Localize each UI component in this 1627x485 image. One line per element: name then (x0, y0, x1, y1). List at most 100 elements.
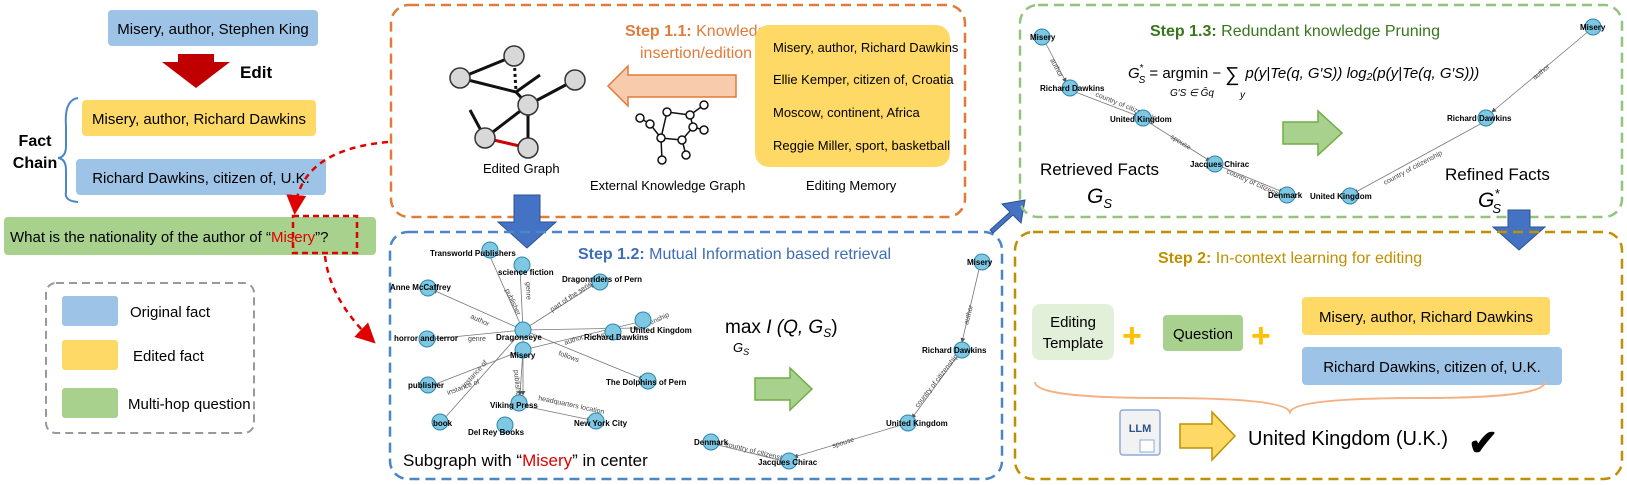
arrow-1-2-to-1-3 (989, 199, 1026, 234)
chain-fact-2-box (76, 159, 326, 195)
step-1-3-frame (1018, 3, 1624, 219)
mi-formula-sub: GS (733, 340, 749, 357)
step-1-3-title: Step 1.3: Redundant knowledge Pruning (1150, 23, 1440, 40)
path-edge-author: author (963, 304, 975, 326)
answer-arrow (1179, 410, 1237, 462)
path-node-chirac: Jacques Chirac (758, 458, 818, 467)
red-arrow-down (323, 255, 376, 344)
edit-label: Edit (240, 63, 272, 82)
fact-2-text-step2: Richard Dawkins, citizen of, U.K. (1323, 359, 1541, 376)
arrow-1-3-to-2 (1491, 209, 1547, 251)
path-node-dawkins: Richard Dawkins (922, 346, 987, 355)
node-label-transworld: Transworld Publishers (430, 249, 516, 258)
rf-edge-author: author (1048, 58, 1064, 79)
path-node-uk: United Kingdom (886, 419, 948, 428)
node-label-scifi: science fiction (498, 268, 554, 277)
rf-node-chirac: Jacques Chirac (1190, 160, 1250, 169)
external-graph-label: External Knowledge Graph (590, 178, 745, 193)
legend-edited-label: Edited fact (133, 348, 205, 365)
step-1-3-panel: Step 1.3: Redundant knowledge Pruning G*… (1018, 3, 1624, 219)
llm-label: LLM (1129, 423, 1152, 435)
original-fact-text: Misery, author, Stephen King (117, 21, 309, 38)
edge-label-author-2: author (563, 334, 585, 347)
step-1-1-panel: Step 1.1: Knowledge insertion/edition Ed… (389, 3, 967, 219)
rf-node-dawkins: Richard Dawkins (1040, 84, 1105, 93)
retrieved-path-graph: author country of citizenship spouse cou… (694, 253, 993, 470)
ref-edge-citizenship: country of citizenship (1383, 150, 1444, 187)
mi-formula: max I (Q, GS) (725, 317, 838, 340)
editing-template-line1: Editing (1050, 314, 1096, 331)
refined-facts-symbol: G*S (1478, 186, 1501, 216)
arrow-1-1-to-1-2 (496, 194, 558, 249)
merge-brace (1034, 381, 1546, 415)
ref-node-uk: United Kingdom (1310, 192, 1372, 201)
memory-item-3: Moscow, continent, Africa (773, 105, 920, 120)
node-label-uk: United Kingdom (630, 326, 692, 335)
subgraph-caption: Subgraph with “Misery” in center (403, 451, 648, 470)
node-label-publisher: publisher (408, 381, 444, 390)
check-icon: ✔ (1468, 422, 1498, 463)
chain-fact-1-text: Misery, author, Richard Dawkins (92, 111, 306, 128)
answer-text: United Kingdom (U.K.) (1248, 428, 1448, 450)
retrieved-facts-label: Retrieved Facts (1040, 160, 1159, 179)
node-label-dragonriders: Dragonriders of Pern (562, 275, 642, 284)
legend-box (45, 282, 255, 434)
memory-item-2: Ellie Kemper, citizen of, Croatia (773, 72, 954, 87)
pruning-formula-sum-sub: y (1239, 90, 1246, 101)
legend-original-swatch (62, 296, 118, 326)
plus-icon-2: + (1251, 317, 1271, 355)
step-2-panel: Step 2: In-context learning for editing … (1013, 230, 1624, 481)
chain-fact-1-box (82, 100, 316, 136)
step-2-title: Step 2: In-context learning for editing (1158, 250, 1422, 267)
editing-memory-label: Editing Memory (806, 178, 897, 193)
ref-edge-author: author (1532, 63, 1552, 82)
left-panel: Misery, author, Stephen King Edit Fact C… (4, 10, 389, 434)
path-edge-spouse: spouse (832, 437, 856, 450)
node-label-delrey: Del Rey Books (468, 428, 525, 437)
fact-2-box-step2 (1302, 347, 1562, 385)
step-1-1-title: Step 1.1: Knowledge (625, 23, 775, 40)
legend-edited-swatch (62, 340, 118, 370)
subgraph: author publisher genre part of the serie… (390, 241, 692, 437)
step-1-2-panel: Step 1.2: Mutual Information based retri… (388, 230, 1004, 481)
red-arrow-up (286, 140, 389, 215)
rf-node-denmark: Denmark (1268, 191, 1303, 200)
node-label-nyc: New York City (574, 419, 628, 428)
question-box (4, 217, 376, 255)
edited-graph-label: Edited Graph (483, 161, 560, 176)
legend-question-swatch (62, 388, 118, 418)
ref-node-dawkins: Richard Dawkins (1447, 114, 1512, 123)
edge-label-genre-2: genre (468, 336, 486, 343)
fact-chain-label-1: Fact (19, 133, 53, 150)
legend-question-label: Multi-hop question (128, 396, 251, 413)
edge-label-publisher-1: publisher (503, 288, 522, 317)
ref-node-misery: Misery (1580, 23, 1606, 32)
fact-1-text-step2: Misery, author, Richard Dawkins (1319, 309, 1533, 326)
question-text: What is the nationality of the author of… (10, 229, 329, 246)
plus-icon-1: + (1122, 317, 1142, 355)
edge-label-genre-1: genre (524, 282, 532, 300)
step-1-1-title-line2: insertion/edition (640, 45, 752, 62)
path-node-misery: Misery (967, 258, 993, 267)
fact-1-box-step2 (1302, 297, 1550, 335)
llm-icon (1119, 409, 1161, 456)
node-label-dragonseye: Dragonseye (496, 333, 542, 342)
node-label-book: book (433, 419, 453, 428)
refined-facts-label: Refined Facts (1445, 165, 1550, 184)
node-label-mccaffrey: Anne McCaffrey (390, 283, 451, 292)
edit-arrow (162, 54, 230, 88)
pruning-arrow (1282, 109, 1344, 157)
question-entity-highlight (291, 214, 359, 255)
edge-label-author-1: author (469, 313, 491, 328)
node-label-dolphins: The Dolphins of Pern (606, 378, 687, 387)
question-label-step2: Question (1173, 326, 1233, 343)
question-box-step2 (1163, 315, 1243, 351)
pruning-formula: G*S = argmin −∑p(y|Te(q, G′S)) log₂(p(y|… (1128, 63, 1479, 86)
external-graph (635, 100, 709, 165)
step-2-frame (1013, 230, 1624, 481)
step-1-2-title: Step 1.2: Mutual Information based retri… (578, 246, 891, 263)
editing-template-line2: Template (1043, 335, 1104, 352)
editing-memory-box (755, 25, 950, 167)
node-label-horror: horror and terror (394, 334, 458, 343)
